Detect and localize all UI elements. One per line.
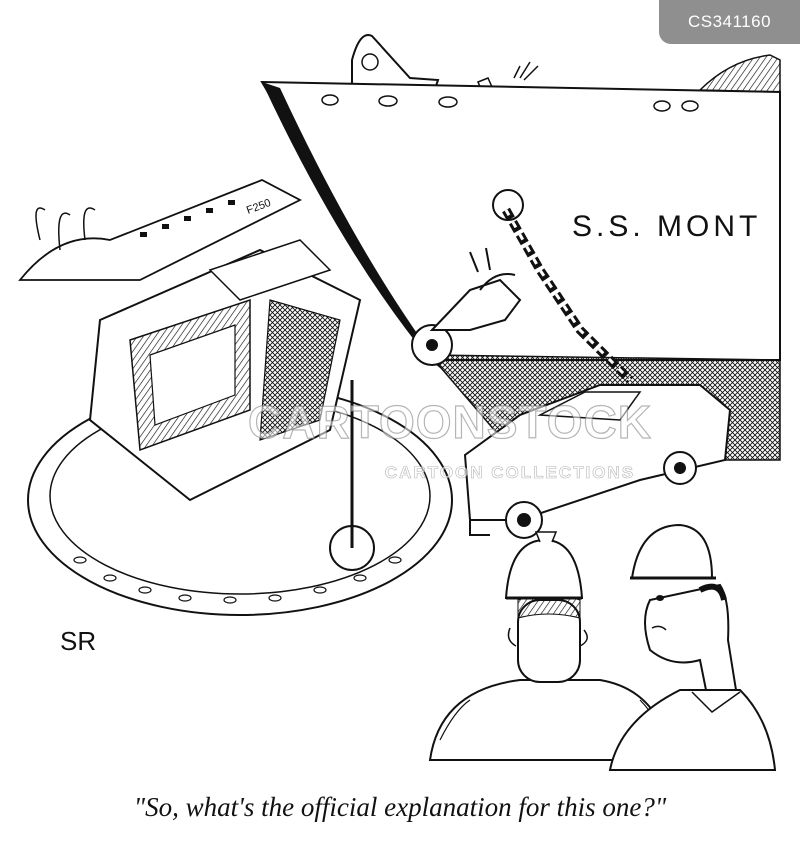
- artist-signature: SR: [60, 626, 96, 656]
- cartoon-caption: "So, what's the official explanation for…: [133, 792, 667, 822]
- cartoon-illustration: S.S. MONT F250: [18, 34, 781, 771]
- airplane-wreck: F250: [18, 179, 453, 616]
- worker-side-view: [608, 523, 777, 771]
- car: [463, 384, 732, 539]
- worker-back-view: [428, 531, 674, 761]
- stock-id-badge: CS341160: [659, 0, 800, 44]
- ship-name: S.S. MONT: [572, 210, 761, 243]
- motorcycle: [411, 247, 522, 366]
- anchor-chain: [492, 189, 634, 384]
